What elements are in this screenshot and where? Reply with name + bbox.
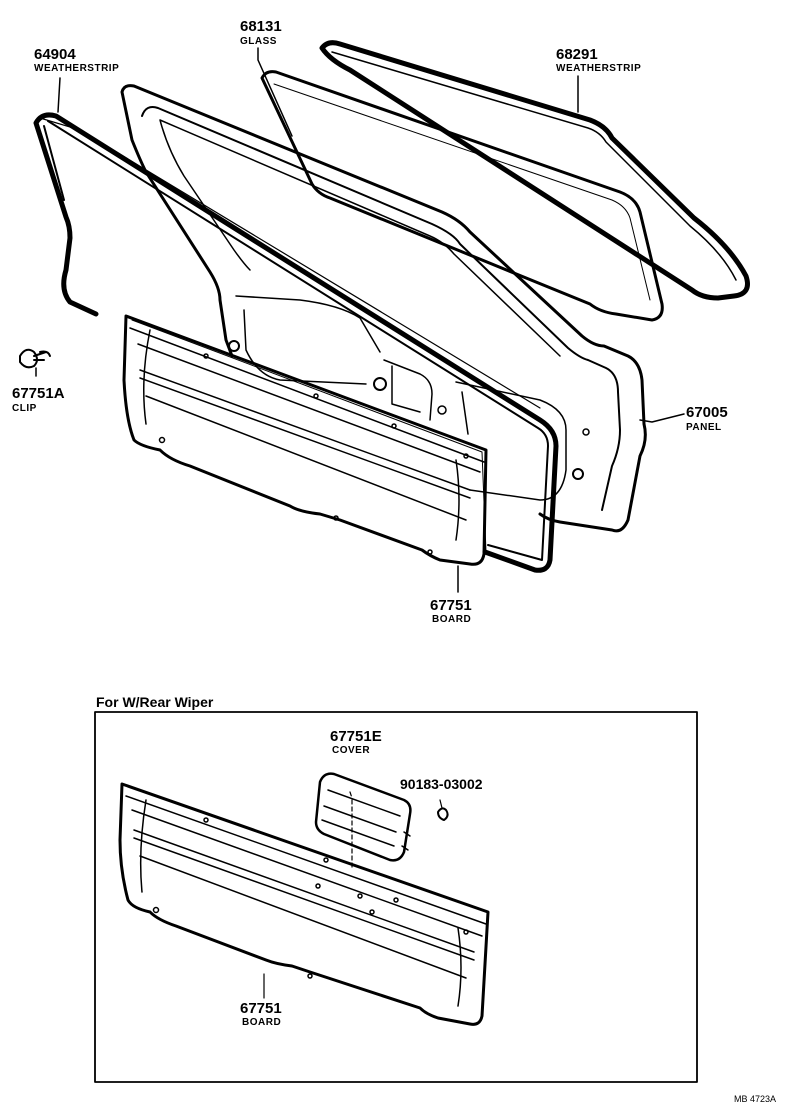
glass-68131-drawing	[260, 70, 664, 322]
part-number-68131: 68131	[240, 18, 282, 35]
inset-frame	[94, 711, 698, 1083]
leader-lines	[35, 47, 685, 593]
weatherstrip-68291-drawing	[319, 40, 750, 301]
inset-title: For W/Rear Wiper	[96, 694, 214, 710]
part-name-67751: BOARD	[432, 614, 472, 625]
inset-leader-lines	[263, 791, 443, 999]
part-number-90183-03002: 90183-03002	[400, 776, 483, 792]
screw-90183-03002-drawing	[437, 807, 449, 821]
part-name-68131: GLASS	[240, 36, 277, 47]
part-name-67751A: CLIP	[12, 403, 37, 414]
part-number-64904: 64904	[34, 46, 76, 63]
part-name-64904: WEATHERSTRIP	[34, 63, 120, 74]
part-number-67751-inset: 67751	[240, 1000, 282, 1017]
part-name-67005: PANEL	[686, 422, 722, 433]
panel-67005-drawing	[120, 84, 647, 533]
part-number-67751: 67751	[430, 597, 472, 614]
part-name-68291: WEATHERSTRIP	[556, 63, 642, 74]
part-number-67005: 67005	[686, 404, 728, 421]
board-67751-inset-drawing	[118, 782, 490, 1026]
part-number-68291: 68291	[556, 46, 598, 63]
board-67751-drawing	[122, 314, 488, 566]
cover-67751E-drawing	[314, 772, 412, 862]
part-name-67751-inset: BOARD	[242, 1017, 282, 1028]
part-name-67751E: COVER	[332, 745, 371, 756]
diagram-code: MB 4723A	[734, 1094, 777, 1104]
weatherstrip-64904-drawing	[33, 112, 559, 573]
part-number-67751A: 67751A	[12, 385, 65, 402]
part-number-67751E: 67751E	[330, 728, 382, 745]
clip-67751A-drawing	[19, 348, 51, 369]
